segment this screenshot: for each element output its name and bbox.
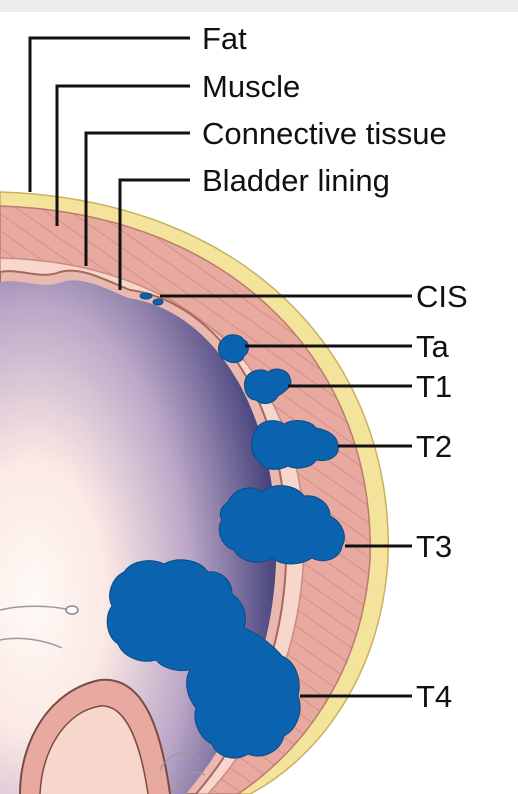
label-bladder-lining: Bladder lining <box>202 163 390 198</box>
label-ta: Ta <box>416 329 450 364</box>
label-cis: CIS <box>416 279 468 314</box>
label-muscle: Muscle <box>202 69 300 104</box>
label-t1: T1 <box>416 369 452 404</box>
label-t2: T2 <box>416 429 452 464</box>
label-t3: T3 <box>416 529 452 564</box>
top-band <box>0 0 518 12</box>
label-t4: T4 <box>416 679 452 714</box>
label-fat: Fat <box>202 21 247 56</box>
ureter-opening <box>66 606 78 614</box>
label-connective-tissue: Connective tissue <box>202 116 447 151</box>
fat-leader-line <box>30 38 190 192</box>
